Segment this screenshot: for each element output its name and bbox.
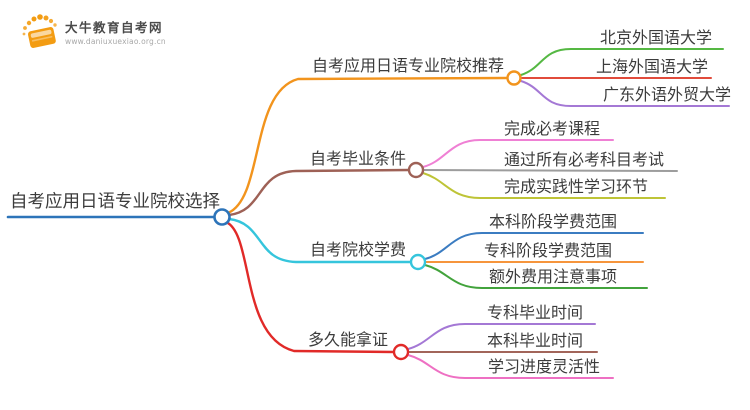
topic-branch-1[interactable]: 自考应用日语专业院校推荐	[312, 56, 505, 75]
edge-branch-1	[226, 76, 508, 215]
edge-child-1-1	[520, 48, 724, 76]
logo-book	[27, 27, 56, 48]
edge-child-4-1	[407, 323, 596, 350]
logo-text-block: 大牛教育自考网 www.daniuxuexiao.org.cn	[65, 17, 166, 46]
topic-child-4-3[interactable]: 学习进度灵活性	[488, 357, 601, 376]
branch-4-node-handle[interactable]	[392, 343, 410, 361]
topic-child-3-1[interactable]: 本科阶段学费范围	[489, 212, 618, 231]
topic-child-2-2[interactable]: 通过所有必考科目考试	[504, 150, 665, 169]
topic-branch-2[interactable]: 自考毕业条件	[310, 149, 407, 168]
edge-child-3-1	[424, 232, 644, 260]
logo-ray-dots	[22, 14, 57, 36]
topic-child-1-2[interactable]: 上海外国语大学	[596, 57, 709, 76]
branch-2-node-handle[interactable]	[407, 161, 425, 179]
topic-child-3-2[interactable]: 专科阶段学费范围	[484, 241, 613, 260]
topic-child-1-3[interactable]: 广东外语外贸大学	[603, 85, 732, 104]
edge-child-4-3	[407, 354, 614, 379]
branch-3-node-handle[interactable]	[409, 253, 427, 271]
topic-child-4-2[interactable]: 本科毕业时间	[487, 331, 584, 350]
root-node-handle[interactable]	[213, 208, 231, 226]
topic-branch-4[interactable]: 多久能拿证	[308, 330, 389, 349]
logo-book-icon	[22, 14, 57, 48]
topic-child-2-3[interactable]: 完成实践性学习环节	[504, 177, 649, 196]
topic-child-1-1[interactable]: 北京外国语大学	[600, 28, 713, 47]
site-url: www.daniuxuexiao.org.cn	[65, 36, 166, 46]
topic-root[interactable]: 自考应用日语专业院校选择	[10, 192, 220, 212]
topic-child-4-1[interactable]: 专科毕业时间	[487, 303, 584, 322]
topic-child-3-3[interactable]: 额外费用注意事项	[489, 267, 618, 286]
edge-branch-2	[227, 168, 411, 217]
edge-child-2-3	[422, 172, 666, 199]
topic-child-2-1[interactable]: 完成必考课程	[504, 119, 601, 138]
site-logo: 大牛教育自考网 www.daniuxuexiao.org.cn	[20, 12, 166, 50]
edge-branch-3	[227, 217, 413, 264]
edge-child-2-2	[422, 169, 678, 172]
topic-branch-3[interactable]: 自考院校学费	[310, 240, 407, 259]
branch-1-node-handle[interactable]	[506, 70, 522, 86]
site-name: 大牛教育自考网	[65, 19, 164, 35]
edge-child-2-1	[422, 139, 614, 168]
edge-child-3-3	[424, 264, 648, 289]
edge-branch-4	[224, 220, 396, 354]
edge-child-1-3	[520, 80, 730, 107]
